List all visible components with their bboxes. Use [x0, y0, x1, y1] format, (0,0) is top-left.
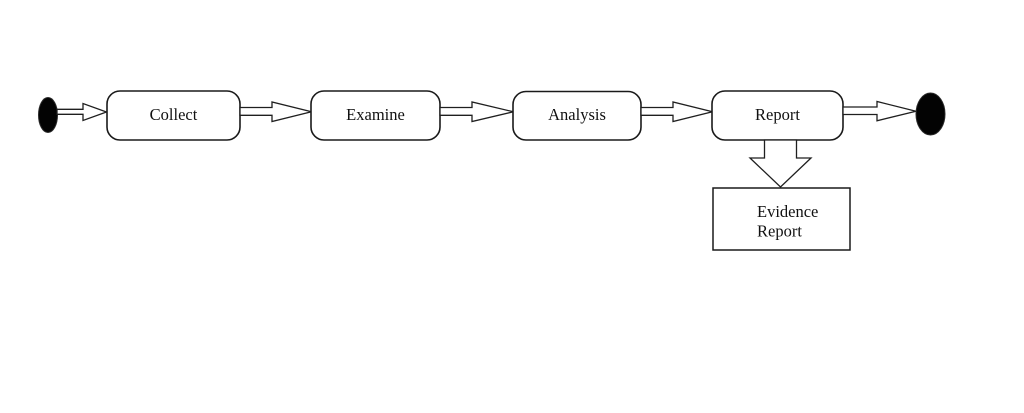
activity-examine-label: Examine	[346, 105, 405, 124]
arrow-report-to-evidence-icon	[748, 139, 813, 188]
arrow-start-to-collect-icon	[56, 102, 109, 122]
activity-report-label: Report	[755, 105, 800, 124]
arrow-examine-to-analysis-icon	[439, 101, 514, 123]
start-state-node	[38, 97, 58, 133]
activity-analysis-label: Analysis	[548, 105, 606, 124]
artifact-evidence-report-label-line1: Evidence	[757, 202, 818, 221]
activity-collect-label: Collect	[150, 105, 198, 124]
arrow-report-to-end-icon	[842, 100, 917, 122]
artifact-evidence-report-box	[712, 187, 851, 251]
activity-examine: Examine	[310, 90, 441, 141]
arrow-collect-to-examine-icon	[239, 101, 312, 123]
activity-analysis: Analysis	[512, 90, 642, 141]
end-state-node	[915, 92, 946, 136]
artifact-evidence-report: Evidence Report	[712, 187, 851, 251]
activity-report: Report	[711, 90, 844, 141]
arrow-analysis-to-report-icon	[640, 101, 713, 123]
activity-collect: Collect	[106, 90, 241, 141]
artifact-evidence-report-label-line2: Report	[757, 222, 802, 241]
